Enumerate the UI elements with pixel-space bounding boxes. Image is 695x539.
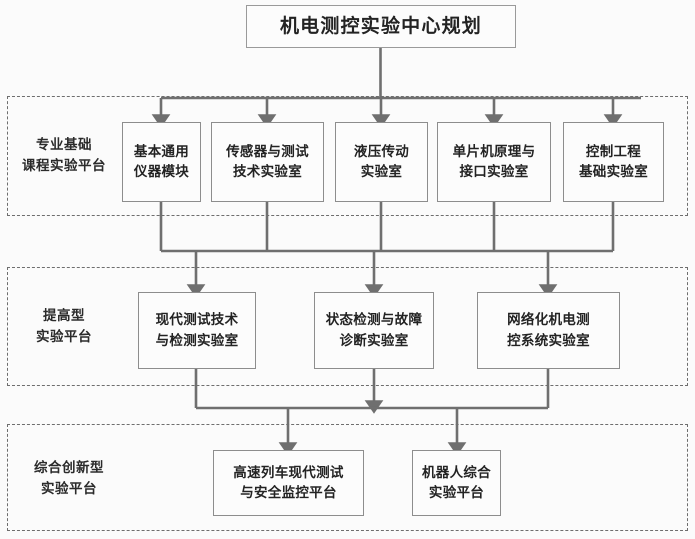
node-advanced-networked-control-lab[interactable]: 网络化机电测 控系统实验室 [477,292,620,369]
tier-label-innovation-line-1: 综合创新型 [34,460,104,477]
node-basic-hydraulic-transmission-lab[interactable]: 液压传动 实验室 [335,122,428,202]
tier-label-innovation: 综合创新型 实验平台 [14,448,124,510]
tier-label-basic-line-1: 专业基础 [36,137,92,154]
tier-label-advanced: 提高型 实验平台 [14,296,114,358]
node-basic-control-engineering-lab[interactable]: 控制工程 基础实验室 [563,122,664,202]
root-node[interactable]: 机电测控实验中心规划 [246,5,516,48]
tier-label-innovation-line-2: 实验平台 [41,481,97,497]
tier-band-advanced [7,267,688,386]
node-basic-sensor-testing-lab[interactable]: 传感器与测试 技术实验室 [211,122,324,202]
node-innovation-high-speed-train-platform[interactable]: 高速列车现代测试 与安全监控平台 [213,450,364,516]
tier-label-basic-line-2: 课程实验平台 [22,158,106,174]
node-basic-mcu-interface-lab[interactable]: 单片机原理与 接口实验室 [437,122,551,202]
tier-label-basic: 专业基础 课程实验平台 [14,125,114,187]
tier-label-advanced-line-2: 实验平台 [36,329,92,345]
root-node-line-1: 机电测控实验中心规划 [279,15,482,38]
node-basic-general-instrument-module[interactable]: 基本通用 仪器模块 [122,122,201,202]
node-innovation-robotics-platform[interactable]: 机器人综合 实验平台 [412,450,501,516]
node-advanced-condition-monitoring-lab[interactable]: 状态检测与故障 诊断实验室 [314,292,434,369]
tier-band-basic [7,96,688,216]
node-advanced-modern-testing-lab[interactable]: 现代测试技术 与检测实验室 [138,292,256,369]
tier-label-advanced-line-1: 提高型 [43,308,85,325]
tier-band-innovation [7,424,688,531]
